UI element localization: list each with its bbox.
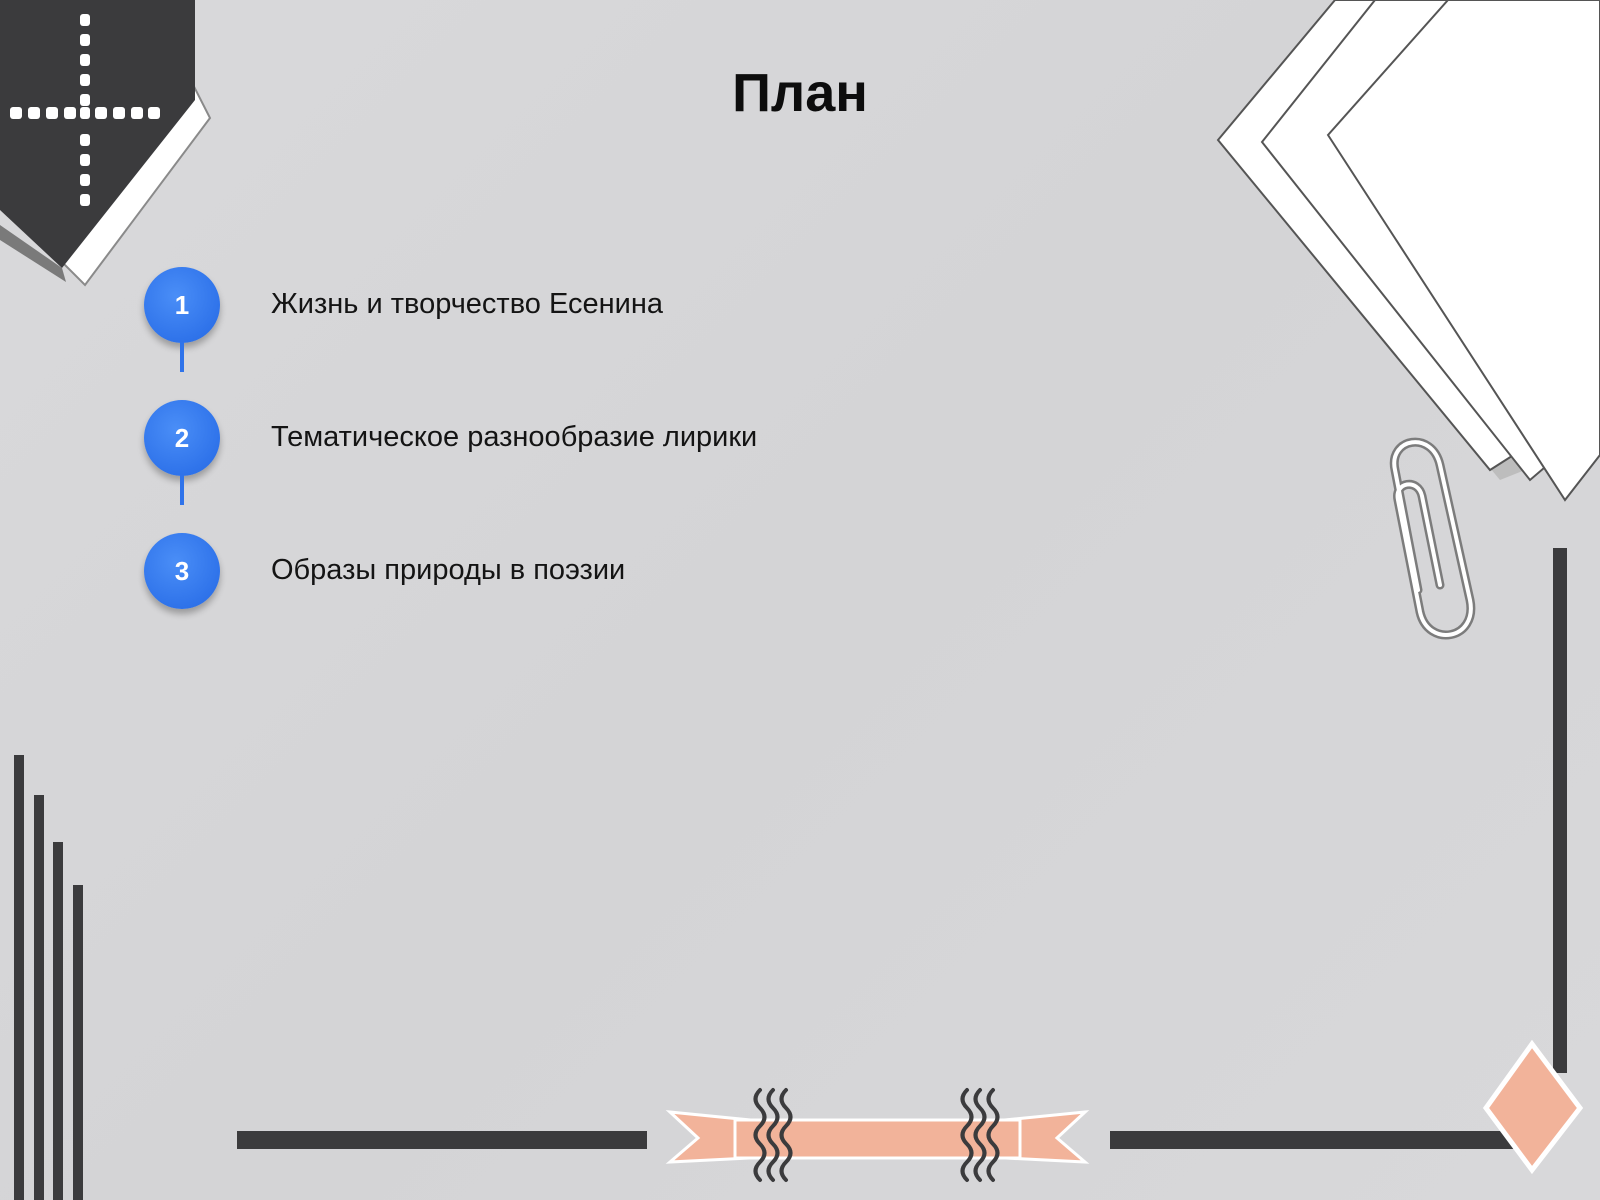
slide-title: План xyxy=(732,63,868,123)
paper-clip-icon xyxy=(1389,437,1476,640)
item-text: Тематическое разнообразие лирики xyxy=(271,421,758,453)
item-text: Образы природы в поэзии xyxy=(271,554,626,586)
diamond-decoration xyxy=(1482,1039,1584,1175)
item-number-badge: 1 xyxy=(144,267,220,343)
bottom-line-left xyxy=(237,1131,647,1149)
vertical-bars-decoration xyxy=(14,755,83,1200)
right-border-line xyxy=(1553,548,1567,1073)
stitch-cross-decoration xyxy=(10,14,160,206)
item-number-badge: 2 xyxy=(144,400,220,476)
plan-item-1: 1 Жизнь и творчество Есенина xyxy=(140,262,1040,372)
notebook-corner-decoration xyxy=(0,0,212,287)
item-text: Жизнь и творчество Есенина xyxy=(271,288,663,320)
item-connector xyxy=(180,342,184,372)
item-connector xyxy=(180,475,184,505)
item-number-badge: 3 xyxy=(144,533,220,609)
ribbon-banner-decoration xyxy=(665,1110,1090,1164)
plan-list: 1 Жизнь и творчество Есенина 2 Тематичес… xyxy=(140,262,1040,662)
plan-item-3: 3 Образы природы в поэзии xyxy=(140,528,1040,612)
bottom-line-right xyxy=(1110,1131,1530,1149)
paper-sheets-decoration xyxy=(1216,0,1600,502)
wavy-lines-decoration xyxy=(753,1088,1000,1182)
plan-item-2: 2 Тематическое разнообразие лирики xyxy=(140,395,1040,505)
